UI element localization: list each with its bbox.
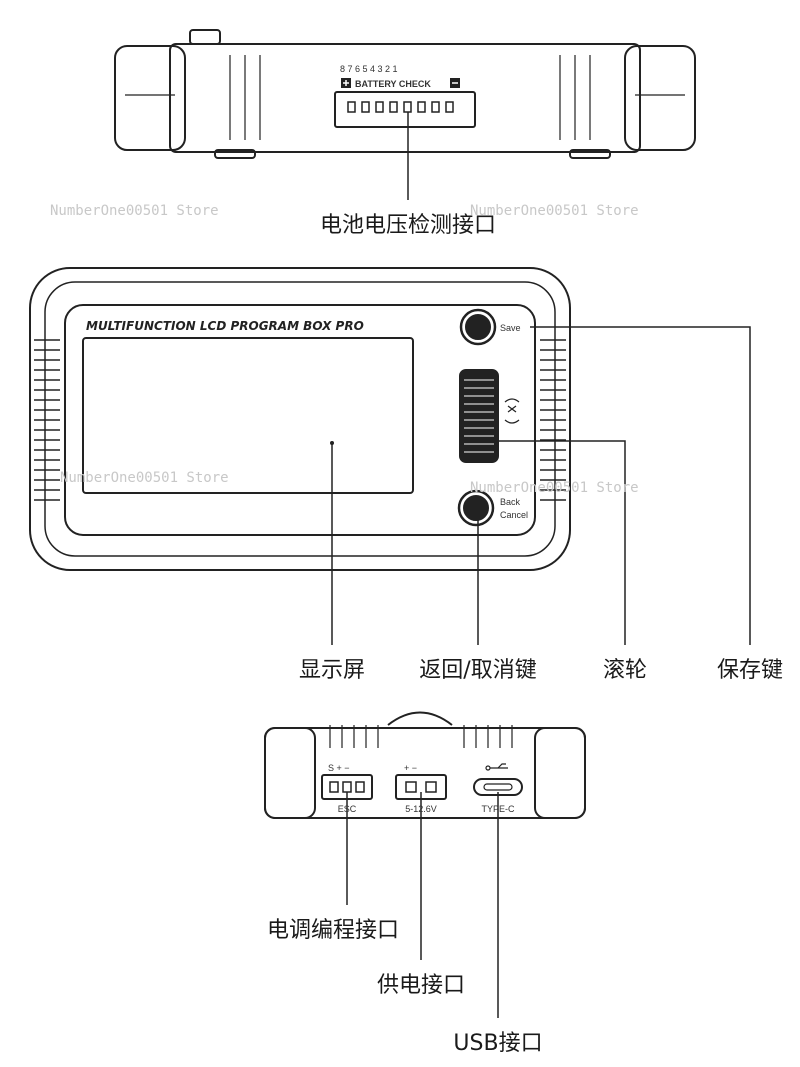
watermark: NumberOne00501 Store: [470, 203, 639, 219]
plus-icon: [341, 78, 351, 88]
left-grip: [34, 339, 60, 501]
callout-esc-port: 电调编程接口: [267, 918, 399, 943]
esc-label: ESC: [338, 804, 357, 814]
watermark: NumberOne00501 Store: [50, 203, 219, 219]
type-c-label: TYPE-C: [481, 804, 515, 814]
face-plate: [64, 304, 536, 536]
callout-usb-port: USB接口: [453, 1031, 542, 1056]
power-symbols: + −: [404, 763, 417, 773]
watermark: NumberOne00501 Store: [470, 480, 639, 496]
wheel-direction-icon: [504, 398, 520, 424]
back-label: Back: [500, 497, 521, 507]
watermark: NumberOne00501 Store: [60, 470, 229, 486]
pin-numbers: 8 7 6 5 4 3 2 1: [340, 64, 398, 74]
left-endcap: [114, 45, 186, 151]
power-label: 5-12.6V: [405, 804, 437, 814]
top-body: [169, 43, 641, 153]
knob-top: [189, 29, 221, 45]
callout-wheel: 滚轮: [603, 658, 647, 683]
save-label: Save: [500, 323, 521, 333]
top-view: [114, 29, 696, 200]
right-endcap: [624, 45, 696, 151]
battery-check-connector: [334, 91, 476, 128]
cancel-label: Cancel: [500, 510, 528, 520]
right-grip: [540, 339, 566, 501]
panel-title: MULTIFUNCTION LCD PROGRAM BOX PRO: [86, 319, 364, 333]
callout-save: 保存键: [717, 658, 783, 683]
scroll-wheel[interactable]: [459, 369, 499, 463]
lcd-screen: [82, 337, 414, 494]
connector-pins: [347, 101, 454, 113]
esc-symbols: S + −: [328, 763, 350, 773]
leader-wheel: [498, 440, 626, 645]
leader-save: [530, 326, 751, 645]
bottom-right-cap: [534, 727, 586, 819]
bottom-view: [264, 711, 586, 1018]
callout-display: 显示屏: [299, 658, 365, 683]
front-view: [29, 267, 751, 645]
minus-icon: [450, 78, 460, 88]
callout-back-cancel: 返回/取消键: [419, 658, 536, 683]
outer-bumper: [29, 267, 571, 571]
callout-battery-voltage-port: 电池电压检测接口: [320, 213, 496, 238]
battery-check-label: BATTERY CHECK: [355, 79, 431, 89]
bottom-left-cap: [264, 727, 316, 819]
usb-icon: [485, 763, 508, 771]
callout-power-port: 供电接口: [377, 973, 465, 998]
wheel-top: [387, 711, 453, 726]
